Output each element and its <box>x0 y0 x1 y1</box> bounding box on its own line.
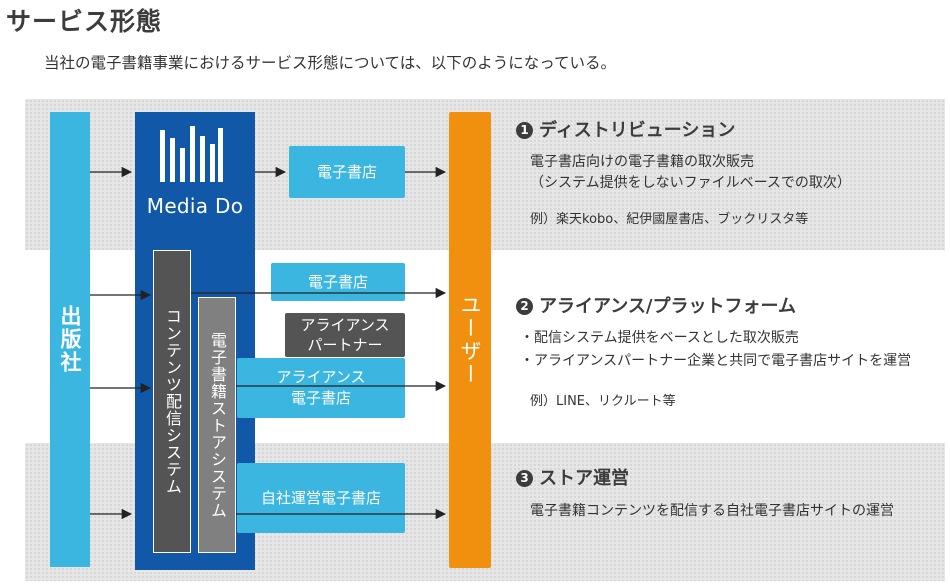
mediado-logo-text: Media Do <box>146 194 244 218</box>
section-2-title-text: アライアンス/プラットフォーム <box>539 296 796 317</box>
section-1-example: 例）楽天kobo、紀伊國屋書店、ブックリスタ等 <box>530 212 809 227</box>
publisher-column: 出版社 <box>50 112 90 567</box>
section-2-line-2: ・アライアンスパートナー企業と共同で電子書店サイトを運営 <box>520 353 912 369</box>
alliance-store-box: アライアンス 電子書店 <box>237 358 405 418</box>
number-1-icon: 1 <box>516 122 533 139</box>
section-3-title: 3 ストア運営 <box>516 464 629 490</box>
page-title: サービス形態 <box>6 7 163 36</box>
ebook-store-box-2: 電子書店 <box>271 263 405 301</box>
section-1-title-text: ディストリビューション <box>539 120 736 141</box>
number-2-icon: 2 <box>516 298 533 315</box>
section-2-line-1: ・配信システム提供をベースとした取次販売 <box>520 330 799 346</box>
ebook-store-system: 電子書籍ストアシステム <box>198 297 236 553</box>
section-1-title: 1 ディストリビューション <box>516 116 735 142</box>
ebook-store-box-1: 電子書店 <box>289 146 405 198</box>
alliance-partner-box: アライアンス パートナー <box>285 313 405 357</box>
intro-text: 当社の電子書籍事業におけるサービス形態については、以下のようになっている。 <box>44 54 616 72</box>
user-column: ユーザー <box>449 112 491 568</box>
section-1-line-1: 電子書店向けの電子書籍の取次販売 <box>530 154 754 170</box>
section-1-line-2: （システム提供をしないファイルベースでの取次） <box>530 175 851 191</box>
own-store-box: 自社運営電子書店 <box>237 463 405 533</box>
section-3-line-1: 電子書籍コンテンツを配信する自社電子書店サイトの運営 <box>530 503 894 519</box>
number-3-icon: 3 <box>516 470 533 487</box>
mediado-logo-icon <box>160 126 223 182</box>
content-delivery-system: コンテンツ配信システム <box>153 250 191 553</box>
section-2-example: 例）LINE、リクルート等 <box>530 394 676 409</box>
section-3-title-text: ストア運営 <box>539 468 629 489</box>
section-2-title: 2 アライアンス/プラットフォーム <box>516 292 796 318</box>
